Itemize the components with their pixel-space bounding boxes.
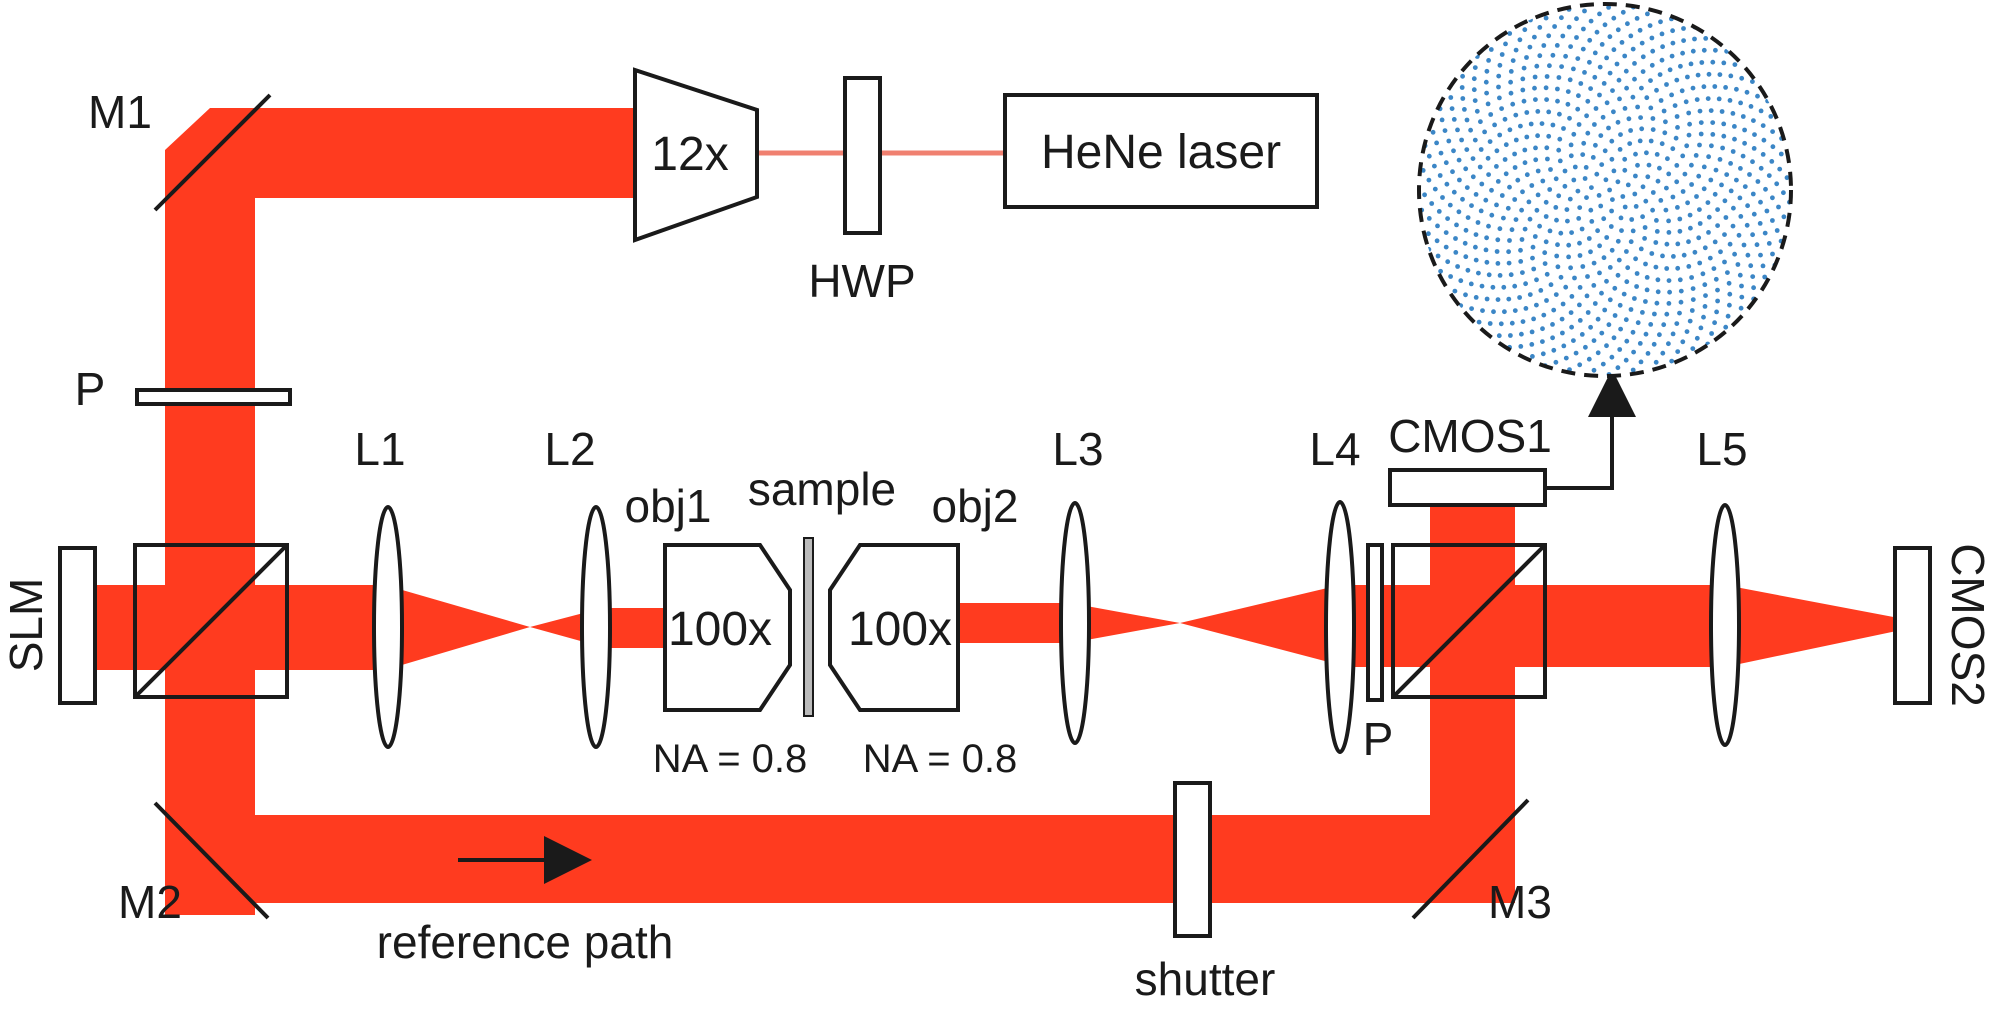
- sample-label: sample: [748, 463, 896, 515]
- laser-beams: [95, 108, 1930, 915]
- slm-label: SLM: [0, 578, 52, 673]
- objective-2-label: obj2: [932, 480, 1019, 532]
- lens-l2: [580, 505, 612, 749]
- objective-1-label: obj1: [625, 480, 712, 532]
- objective-1: [663, 543, 792, 712]
- beam-main-3: [958, 603, 1070, 643]
- lens-l5: [1709, 503, 1741, 747]
- cmos1-connector: [1545, 369, 1636, 490]
- m2-label: M2: [118, 876, 182, 928]
- polarizer-left-label: P: [75, 363, 106, 415]
- l4-label: L4: [1309, 423, 1360, 475]
- slm: [58, 546, 97, 705]
- l3-label: L3: [1052, 423, 1103, 475]
- polarizer-left: [135, 388, 292, 406]
- beam-reference: [165, 815, 1515, 903]
- mirror-m3: [1411, 798, 1530, 920]
- objective-1-na: NA = 0.8: [653, 737, 808, 781]
- l2-label: L2: [544, 423, 595, 475]
- objective-2-na: NA = 0.8: [863, 737, 1018, 781]
- beam-left-vertical: [165, 150, 255, 915]
- mirror-m1: [153, 93, 272, 212]
- polarizer-right-label: P: [1363, 713, 1394, 765]
- beam-focus-4: [1180, 585, 1340, 665]
- l1-label: L1: [354, 423, 405, 475]
- shutter-label: shutter: [1135, 953, 1276, 1005]
- laser-box: [1003, 93, 1319, 209]
- m3-label: M3: [1488, 876, 1552, 928]
- cmos1-label: CMOS1: [1388, 410, 1552, 462]
- objective-1-mag: 100x: [668, 603, 772, 656]
- beam-top: [210, 108, 640, 198]
- lens-l3: [1059, 501, 1091, 745]
- laser-label: HeNe laser: [1041, 126, 1281, 179]
- l5-label: L5: [1696, 423, 1747, 475]
- beam-splitter-1: [133, 543, 289, 699]
- lens-l4: [1324, 500, 1356, 754]
- objective-2: [828, 543, 960, 712]
- shutter: [1173, 781, 1212, 938]
- beam-focus-1: [385, 585, 530, 670]
- beam-focus-5: [1725, 585, 1930, 667]
- speckle-pattern-icon: [1417, 2, 1793, 378]
- beam-right-vertical: [1430, 505, 1515, 903]
- beam-focus-3: [1070, 603, 1180, 643]
- camera-cmos1: [1388, 468, 1547, 507]
- lens-l1: [372, 505, 404, 749]
- beam-main-4: [1340, 585, 1725, 667]
- expander-label: 12x: [651, 128, 728, 181]
- camera-cmos2: [1893, 546, 1932, 705]
- cmos2-label: CMOS2: [1942, 543, 1991, 707]
- beam-expander: [633, 67, 759, 243]
- mirror-m2: [153, 801, 270, 920]
- beam-focus-2: [530, 610, 595, 645]
- half-wave-plate: [843, 76, 882, 235]
- reference-path-label: reference path: [377, 916, 674, 968]
- polarizer-right: [1366, 543, 1384, 702]
- beam-main-1: [95, 585, 385, 670]
- sample-slide: [803, 537, 814, 717]
- objective-2-mag: 100x: [848, 603, 952, 656]
- m1-label: M1: [88, 86, 152, 138]
- hwp-label: HWP: [808, 255, 915, 307]
- beam-splitter-2: [1391, 543, 1547, 699]
